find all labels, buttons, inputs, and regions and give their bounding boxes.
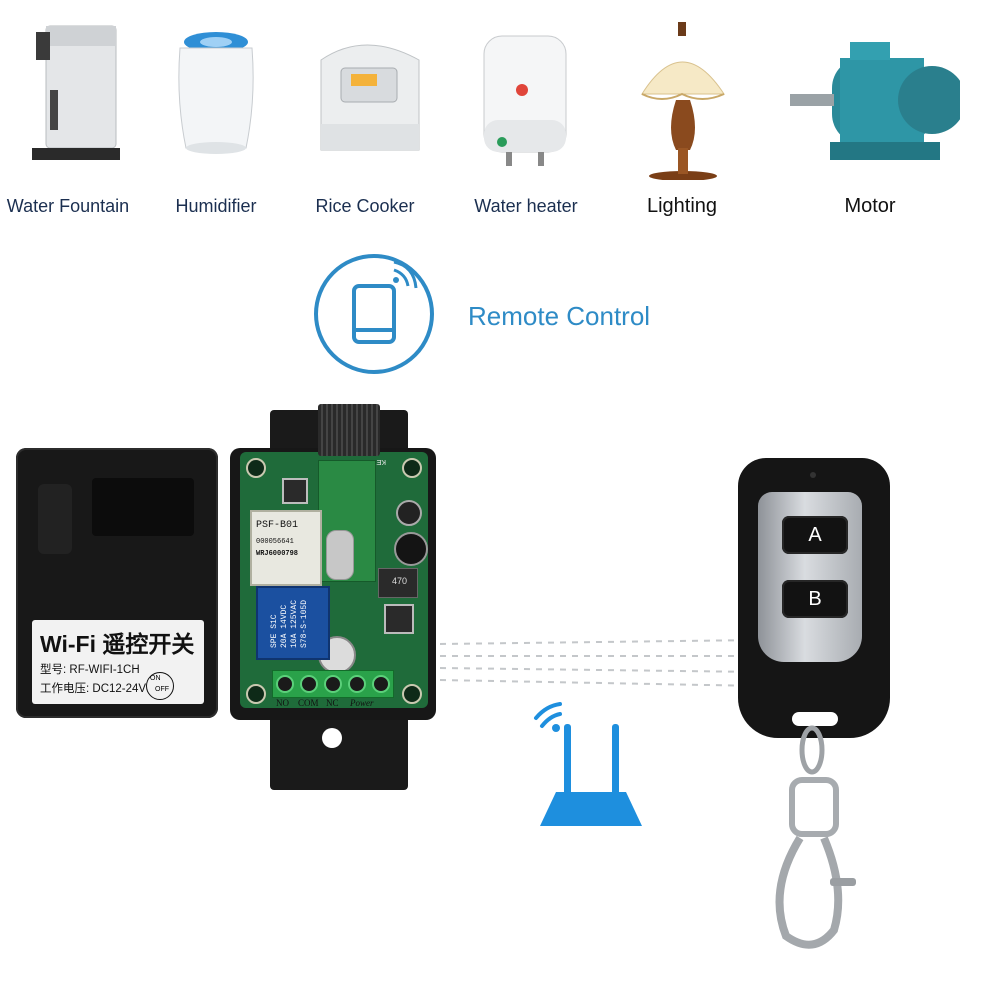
relay-line: 20A 14VDC [280, 604, 289, 648]
module-label-sticker [32, 620, 204, 704]
module-model: 型号: RF-WIFI-1CH [40, 664, 140, 676]
remote-button-a[interactable]: A [782, 516, 848, 554]
antenna-coil [318, 404, 380, 456]
bracket-hole [322, 728, 342, 748]
signal-lines [440, 639, 760, 687]
cover-window [92, 478, 194, 536]
capacitor-mark: 470 [392, 576, 408, 586]
pcb-hole [246, 458, 266, 478]
remote-led [810, 472, 816, 478]
capacitor [394, 532, 428, 566]
terminal-screw[interactable] [276, 675, 294, 693]
pcb-key-button[interactable] [282, 478, 308, 504]
chip-serial: 000056641 [256, 538, 294, 546]
terminal-label-com: COM [298, 698, 319, 708]
terminal-label-no: NO [276, 698, 289, 708]
relay-line: SPE S1C [270, 614, 279, 648]
tactile-button[interactable] [384, 604, 414, 634]
water-heater-icon [483, 35, 567, 166]
appliance-label: Water Fountain [6, 196, 130, 216]
appliance-rice-cooker: Rice Cooker [285, 0, 445, 230]
water-fountain-icon [32, 25, 120, 160]
switch-off-label: OFF [155, 686, 169, 693]
crystal-oscillator [326, 530, 354, 580]
relay [256, 586, 330, 660]
appliance-label: Motor [844, 195, 896, 217]
appliance-humidifier: Humidifier [136, 0, 296, 230]
relay-line: S78-S-105D [300, 599, 309, 648]
appliance-water-fountain: Water Fountain [0, 0, 148, 230]
relay-text: SPE S1C 20A 14VDC 10A 125VAC S78-S-105D [270, 568, 310, 648]
on-off-switch: ON OFF [146, 672, 174, 700]
wifi-chip [250, 510, 322, 586]
terminal-screw[interactable] [372, 675, 390, 693]
cover-slot [38, 484, 72, 554]
appliance-lighting: Lighting [602, 0, 762, 230]
terminal-block [272, 670, 394, 698]
switch-on-label: ON [150, 675, 161, 682]
phone-signal-icon [314, 254, 434, 374]
pcb-hole [402, 458, 422, 478]
terminal-screw[interactable] [324, 675, 342, 693]
remote-control-label: Remote Control [468, 301, 651, 331]
terminal-label-nc: NC [326, 698, 339, 708]
module-title: Wi-Fi 遥控开关 [40, 631, 195, 657]
appliance-label: Rice Cooker [315, 196, 415, 216]
rice-cooker-icon [320, 44, 420, 151]
terminal-screw[interactable] [300, 675, 318, 693]
electric-motor-icon [790, 42, 960, 160]
table-lamp-icon [641, 22, 725, 180]
humidifier-icon [178, 32, 254, 154]
chip-id: WRJ6000798 [256, 550, 299, 558]
relay-line: 10A 125VAC [290, 599, 299, 648]
terminal-label-power: Power [350, 698, 374, 708]
terminal-screw[interactable] [348, 675, 366, 693]
capacitor [396, 500, 422, 526]
appliance-motor: Motor [790, 0, 960, 230]
key-clasp-icon [775, 725, 856, 949]
pcb-hole [246, 684, 266, 704]
inductor [378, 568, 418, 598]
chip-label: PSF-B01 [256, 520, 299, 531]
appliance-label: Lighting [646, 195, 718, 217]
remote-control-badge: Remote Control [310, 250, 690, 380]
remote-keyring-slot [792, 712, 838, 726]
appliance-label: Humidifier [175, 196, 257, 216]
remote-button-b[interactable]: B [782, 580, 848, 618]
pcb-hole [402, 684, 422, 704]
wifi-router-icon [534, 702, 642, 826]
appliance-water-heater: Water heater [446, 0, 606, 230]
appliance-label: Water heater [474, 196, 578, 216]
module-voltage: 工作电压: DC12-24V [40, 683, 147, 695]
